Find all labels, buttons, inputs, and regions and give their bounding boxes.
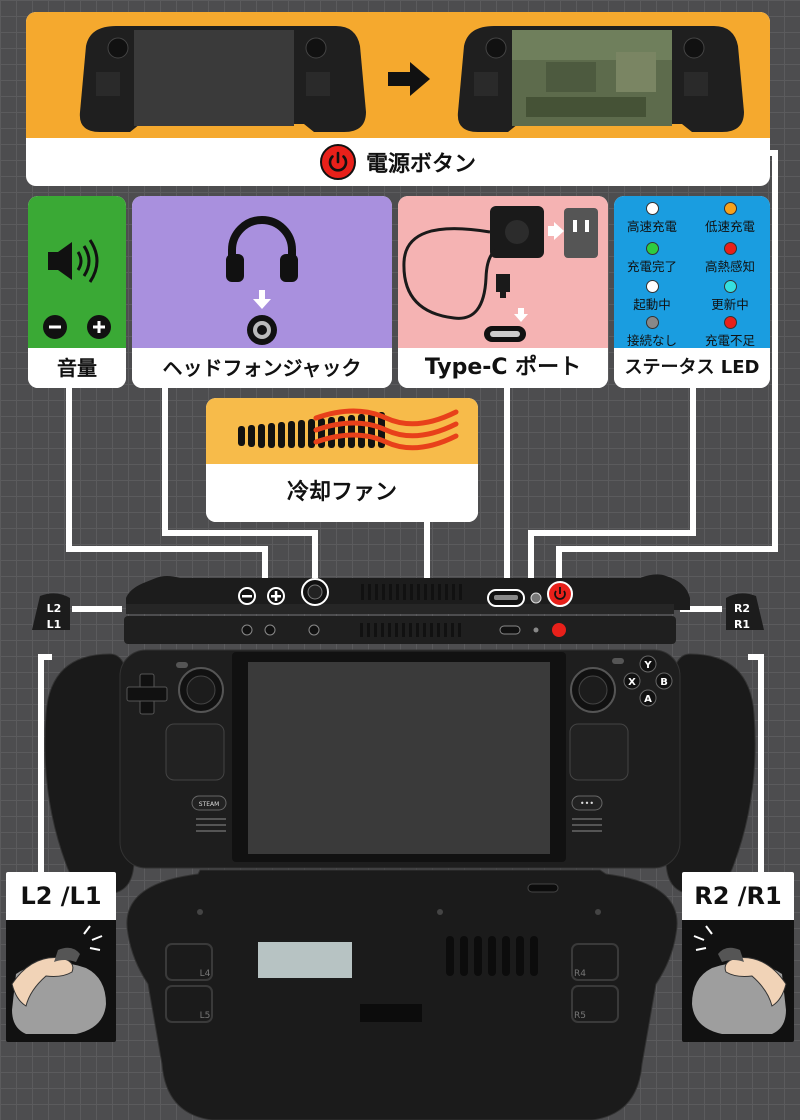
status-led-label: ステータス LED [614, 348, 770, 388]
status-item-low-power: 充電不足 [690, 316, 770, 349]
back-button-r4-label: R4 [574, 969, 586, 979]
status-dot [723, 280, 737, 293]
status-item-fast-charge: 高速充電 [614, 202, 692, 235]
status-text: 高熱感知 [704, 259, 755, 274]
back-button-l4-label: L4 [200, 969, 211, 979]
svg-text:L2: L2 [47, 602, 62, 615]
right-trigger-card: R2 /R1 [682, 872, 794, 1042]
face-buttons: Y X B A [623, 655, 673, 707]
volume-buttons-top [238, 587, 285, 605]
left-trigger-label: L2 /L1 [6, 872, 116, 920]
menu-button [571, 795, 603, 811]
status-item-slow-charge: 低速充電 [690, 202, 770, 235]
power-label: 電源ボタン [365, 152, 476, 177]
audio-jack-icon [247, 315, 277, 345]
headphone-label: ヘッドフォンジャック [132, 348, 392, 388]
status-item-overheat: 高熱感知 [690, 242, 770, 275]
typec-label: Type-C ポート [398, 348, 608, 388]
status-item-booting: 起動中 [614, 280, 692, 313]
volume-minus-icon [43, 315, 67, 339]
status-dot [645, 280, 659, 293]
status-text: 更新中 [711, 297, 749, 312]
speaker-icon [48, 239, 99, 283]
svg-text:R2: R2 [734, 602, 750, 615]
status-text: 起動中 [633, 297, 671, 312]
fan-label: 冷却ファン [206, 464, 478, 522]
status-item-updating: 更新中 [690, 280, 770, 313]
volume-card: 音量 [28, 196, 126, 388]
headphone-jack-card: ヘッドフォンジャック [132, 196, 392, 388]
device-on-icon [457, 26, 744, 132]
hand-press-right-icon [692, 925, 787, 1034]
status-item-no-connection: 接続なし [614, 316, 692, 349]
fan-vent-icon [238, 408, 459, 451]
status-dot [723, 202, 737, 215]
back-button-r5-label: R5 [574, 1011, 586, 1021]
status-text: 充電完了 [626, 259, 677, 274]
right-trigger-buttons: R2 R1 [726, 593, 764, 631]
left-trigger-card: L2 /L1 [6, 872, 116, 1042]
status-item-charged: 充電完了 [614, 242, 692, 275]
status-led-card: 高速充電 低速充電 充電完了 高熱感知 起動中 更新中 接続なし 充電不足 ステ… [614, 196, 770, 388]
status-led-top [530, 592, 542, 604]
power-icon [319, 144, 356, 180]
status-text: 接続なし [626, 333, 677, 348]
dpad [126, 673, 168, 715]
hand-press-left-icon [11, 925, 106, 1034]
left-trigger-buttons: L2 L1 [32, 593, 70, 631]
volume-label: 音量 [28, 348, 126, 388]
charger-icon [402, 206, 598, 342]
button-a-label: A [644, 694, 652, 705]
svg-text:•••: ••• [580, 799, 594, 808]
svg-text:R1: R1 [734, 618, 750, 631]
status-dot [645, 202, 659, 215]
arrow-down-icon [253, 290, 271, 309]
button-y-label: Y [643, 660, 652, 671]
volume-plus-icon [87, 315, 111, 339]
status-dot [723, 316, 737, 329]
device-top-view [124, 574, 690, 644]
cooling-fan-card: 冷却ファン [206, 398, 478, 522]
steam-button [191, 795, 227, 811]
status-dot [645, 316, 659, 329]
power-button-card: 電源ボタン [26, 12, 770, 186]
power-on-illustration [79, 26, 744, 132]
button-b-label: B [660, 677, 668, 688]
steam-button-label: STEAM [199, 801, 220, 808]
status-text: 充電不足 [704, 333, 755, 348]
typec-port-card: Type-C ポート [398, 196, 608, 388]
right-trigger-label: R2 /R1 [682, 872, 794, 920]
device-front-view: STEAM ••• Y X B A L4 L5 R4 R5 [44, 649, 756, 1120]
device-off-icon [79, 26, 367, 132]
arrow-right-icon [388, 62, 430, 96]
status-dot [645, 242, 659, 255]
svg-text:L1: L1 [47, 618, 62, 631]
back-button-l5-label: L5 [200, 1011, 211, 1021]
button-x-label: X [628, 677, 636, 688]
headphones-icon [226, 216, 298, 282]
status-dot [723, 242, 737, 255]
status-text: 高速充電 [626, 219, 677, 234]
status-text: 低速充電 [704, 219, 755, 234]
